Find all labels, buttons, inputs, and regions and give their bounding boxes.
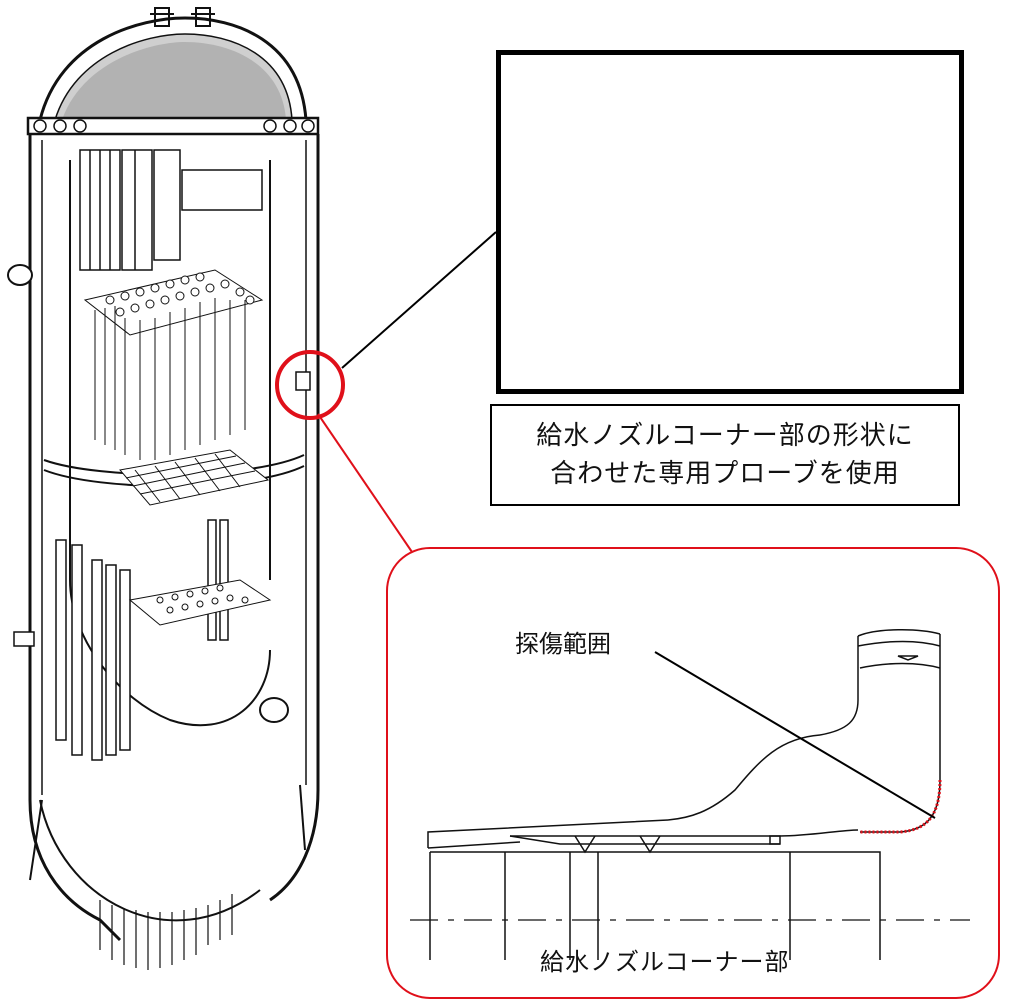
caption-line-1: 給水ノズルコーナー部の形状に — [536, 421, 914, 451]
inspection-scope-label: 探傷範囲 — [515, 630, 611, 658]
detail-title: 給水ノズルコーナー部 — [540, 948, 790, 976]
detail-frame — [386, 547, 1000, 999]
inspection-range-highlight — [860, 779, 942, 834]
detail-leader-line — [317, 413, 413, 553]
feedwater-nozzle-marker — [275, 350, 345, 420]
probe-image-box — [496, 50, 964, 394]
caption-line-2: 合わせた専用プローブを使用 — [550, 459, 900, 489]
scope-leader-line — [654, 651, 936, 819]
probe-leader-line — [341, 231, 497, 369]
reactor-vessel-illustration — [7, 7, 320, 970]
nozzle-cross-section — [410, 629, 970, 960]
probe-caption-box: 給水ノズルコーナー部の形状に 合わせた専用プローブを使用 — [490, 404, 960, 506]
